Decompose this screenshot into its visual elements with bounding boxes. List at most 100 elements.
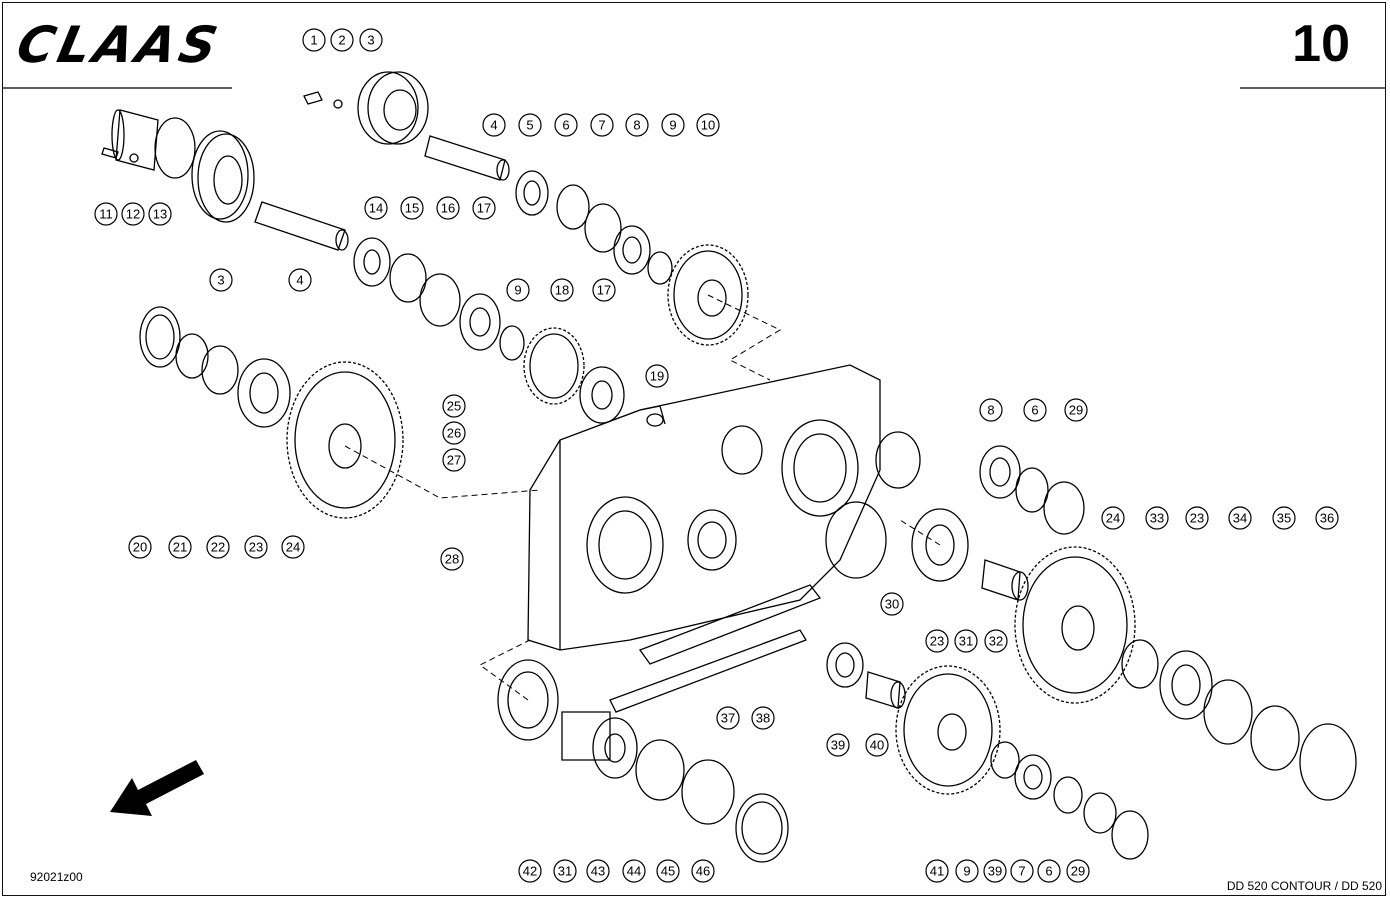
callout-3: 3 <box>209 268 233 292</box>
callout-number: 31 <box>558 864 572 879</box>
callout-number: 34 <box>1233 511 1247 526</box>
gear-24-right <box>1014 546 1136 704</box>
callout-6: 6 <box>1037 859 1061 883</box>
callout-number: 46 <box>696 864 710 879</box>
callout-number: 23 <box>1190 511 1204 526</box>
callout-number: 16 <box>441 201 455 216</box>
callout-number: 24 <box>1106 511 1120 526</box>
callout-number: 10 <box>701 118 715 133</box>
callout-39: 39 <box>983 859 1007 883</box>
callout-13: 13 <box>148 202 172 226</box>
callout-number: 4 <box>490 118 497 133</box>
callout-number: 19 <box>650 369 664 384</box>
callout-15: 15 <box>400 196 424 220</box>
callout-number: 9 <box>669 118 676 133</box>
callout-8: 8 <box>979 398 1003 422</box>
callout-39: 39 <box>826 733 850 757</box>
callout-22: 22 <box>206 535 230 559</box>
callout-46: 46 <box>691 859 715 883</box>
callout-number: 33 <box>1150 511 1164 526</box>
callout-number: 32 <box>989 634 1003 649</box>
callout-33: 33 <box>1145 506 1169 530</box>
hub-43 <box>561 711 638 779</box>
sleeve-40 <box>865 671 906 709</box>
callout-44: 44 <box>622 859 646 883</box>
callout-31: 31 <box>553 859 577 883</box>
callout-29: 29 <box>1064 398 1088 422</box>
callout-number: 6 <box>562 118 569 133</box>
callout-number: 4 <box>296 273 303 288</box>
callout-42: 42 <box>518 859 542 883</box>
callout-number: 17 <box>597 283 611 298</box>
gear-24-left <box>286 361 404 519</box>
callout-43: 43 <box>586 859 610 883</box>
callout-number: 30 <box>885 597 899 612</box>
callout-number: 2 <box>338 33 345 48</box>
callout-27: 27 <box>442 448 466 472</box>
callout-number: 20 <box>133 540 147 555</box>
callout-number: 23 <box>930 634 944 649</box>
callout-number: 45 <box>661 864 675 879</box>
callout-23: 23 <box>1185 506 1209 530</box>
callout-number: 15 <box>405 201 419 216</box>
callout-number: 24 <box>286 540 300 555</box>
cover-plate <box>609 584 822 713</box>
callout-23: 23 <box>244 535 268 559</box>
callout-38: 38 <box>751 706 775 730</box>
callout-number: 9 <box>514 283 521 298</box>
callout-35: 35 <box>1272 506 1296 530</box>
callout-number: 36 <box>1320 511 1334 526</box>
callout-number: 31 <box>959 634 973 649</box>
callout-29: 29 <box>1066 859 1090 883</box>
callout-45: 45 <box>656 859 680 883</box>
shaft-upper <box>424 135 510 181</box>
callout-number: 25 <box>447 399 461 414</box>
callout-number: 39 <box>831 738 845 753</box>
callout-37: 37 <box>716 706 740 730</box>
gear-41 <box>895 665 1001 795</box>
callout-21: 21 <box>168 535 192 559</box>
tube-flange <box>101 109 255 223</box>
callout-9: 9 <box>955 859 979 883</box>
callout-number: 21 <box>173 540 187 555</box>
callout-number: 14 <box>369 201 383 216</box>
callout-number: 7 <box>1018 864 1025 879</box>
callout-number: 40 <box>870 738 884 753</box>
callout-25: 25 <box>442 394 466 418</box>
callout-17: 17 <box>592 278 616 302</box>
callout-number: 37 <box>721 711 735 726</box>
callout-number: 27 <box>447 453 461 468</box>
gear-10 <box>667 244 749 346</box>
callout-3: 3 <box>359 28 383 52</box>
callout-number: 13 <box>153 207 167 222</box>
callout-30: 30 <box>880 592 904 616</box>
model-label: DD 520 CONTOUR / DD 520 <box>1226 879 1382 893</box>
callout-number: 3 <box>367 33 374 48</box>
callout-7: 7 <box>1010 859 1034 883</box>
callout-6: 6 <box>1023 398 1047 422</box>
callout-2: 2 <box>330 28 354 52</box>
callout-number: 28 <box>445 552 459 567</box>
callout-number: 23 <box>249 540 263 555</box>
callout-4: 4 <box>482 113 506 137</box>
callout-1: 1 <box>302 28 326 52</box>
callout-24: 24 <box>281 535 305 559</box>
callout-number: 29 <box>1069 403 1083 418</box>
page-number: 10 <box>1292 15 1350 73</box>
callout-number: 38 <box>756 711 770 726</box>
gearbox-housing <box>527 364 921 651</box>
callout-number: 11 <box>99 207 113 222</box>
callout-24: 24 <box>1101 506 1125 530</box>
callout-11: 11 <box>94 202 118 226</box>
callout-10: 10 <box>696 113 720 137</box>
callout-18: 18 <box>550 278 574 302</box>
callout-number: 26 <box>447 426 461 441</box>
callout-26: 26 <box>442 421 466 445</box>
callout-number: 41 <box>930 864 944 879</box>
callout-12: 12 <box>121 202 145 226</box>
drawing-code: 92021z00 <box>30 870 83 884</box>
callout-16: 16 <box>436 196 460 220</box>
callout-number: 29 <box>1071 864 1085 879</box>
